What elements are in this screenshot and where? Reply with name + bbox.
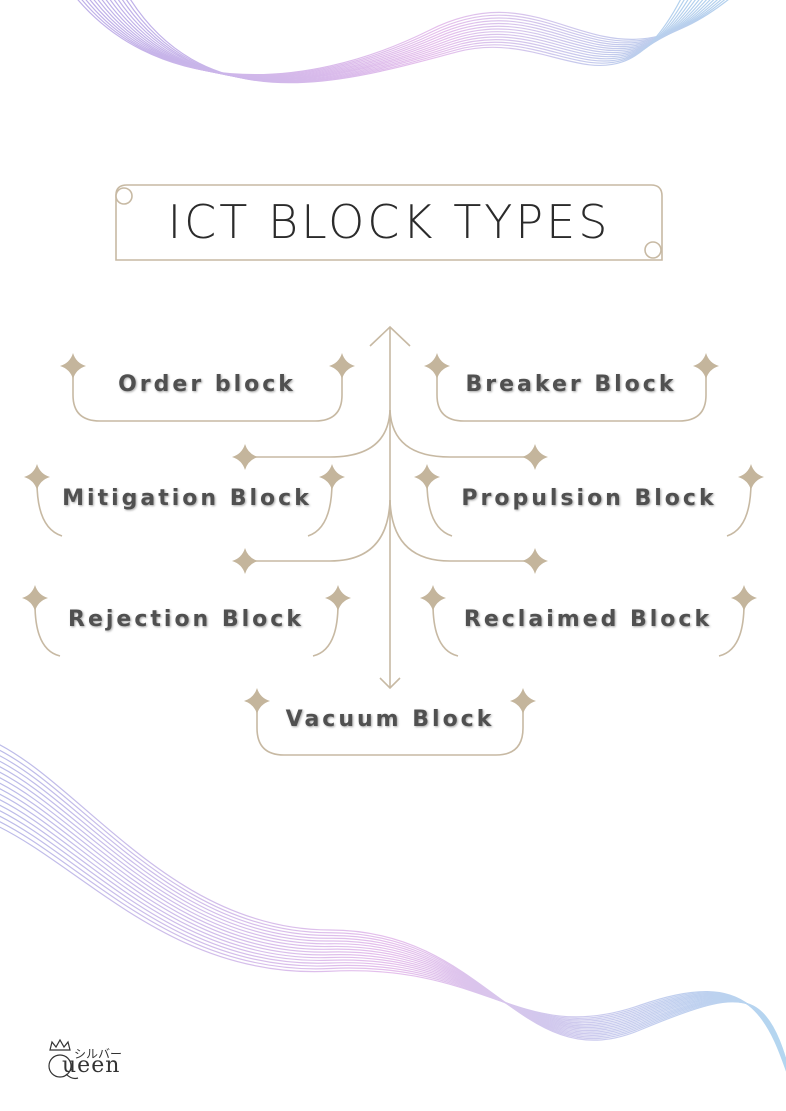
sparkle-icon <box>738 464 764 490</box>
bracket-mitigation-r <box>307 481 333 537</box>
item-mitigation-block: Mitigation Block <box>62 485 312 511</box>
item-reclaimed-block: Reclaimed Block <box>463 606 713 632</box>
item-breaker-block: Breaker Block <box>465 371 677 397</box>
main-arrow-up-head <box>369 325 411 347</box>
bracket-rejection <box>34 603 61 657</box>
bracket-propulsion-r <box>726 481 752 537</box>
wave-line <box>130 0 681 84</box>
bottom-wave-lines <box>0 744 786 1072</box>
title-frame-circle-tl <box>115 187 133 205</box>
bracket-rejection-r <box>312 603 339 657</box>
title-frame-circle-br <box>644 241 662 259</box>
item-order-block: Order block <box>118 371 296 397</box>
sparkle-icon <box>329 353 355 379</box>
item-propulsion-block: Propulsion Block <box>461 485 717 511</box>
branch-left-2 <box>245 499 391 562</box>
main-arrow-down-head <box>379 677 401 690</box>
item-rejection-block: Rejection Block <box>68 606 304 632</box>
bracket-propulsion <box>426 481 453 537</box>
sparkle-icon <box>510 688 536 714</box>
bracket-reclaimed-r <box>718 603 745 657</box>
sparkle-icon <box>522 444 548 470</box>
crown-q-logo-icon <box>48 1038 79 1080</box>
sparkle-icon <box>22 585 48 611</box>
sparkle-icon <box>522 548 548 574</box>
bracket-order <box>72 366 343 422</box>
sparkle-icon <box>424 353 450 379</box>
sparkle-icon <box>420 585 446 611</box>
bracket-vacuum <box>256 703 524 756</box>
branch-right-1 <box>389 409 535 458</box>
sparkle-icon <box>325 585 351 611</box>
logo-wordmark: ueen <box>62 1053 121 1078</box>
sparkle-icon <box>319 464 345 490</box>
sparkle-icon <box>232 548 258 574</box>
bracket-breaker <box>436 366 707 422</box>
sparkle-icon <box>693 353 719 379</box>
logo-subtitle: シルバー <box>74 1047 123 1061</box>
sparkle-icon <box>24 464 50 490</box>
item-vacuum-block: Vacuum Block <box>285 706 495 732</box>
top-wave-lines <box>77 0 729 84</box>
branch-right-2 <box>389 499 535 562</box>
sparkle-icon <box>731 585 757 611</box>
sparkle-icon <box>244 688 270 714</box>
branch-left-1 <box>245 409 391 458</box>
sparkle-icon <box>232 444 258 470</box>
sparkle-icon <box>414 464 440 490</box>
page-title: ICT BLOCK TYPES <box>167 195 611 249</box>
wave-line <box>0 826 786 1072</box>
sparkle-icon <box>60 353 86 379</box>
bracket-reclaimed <box>432 603 459 657</box>
bracket-mitigation <box>36 481 63 537</box>
title-frame <box>115 184 663 261</box>
